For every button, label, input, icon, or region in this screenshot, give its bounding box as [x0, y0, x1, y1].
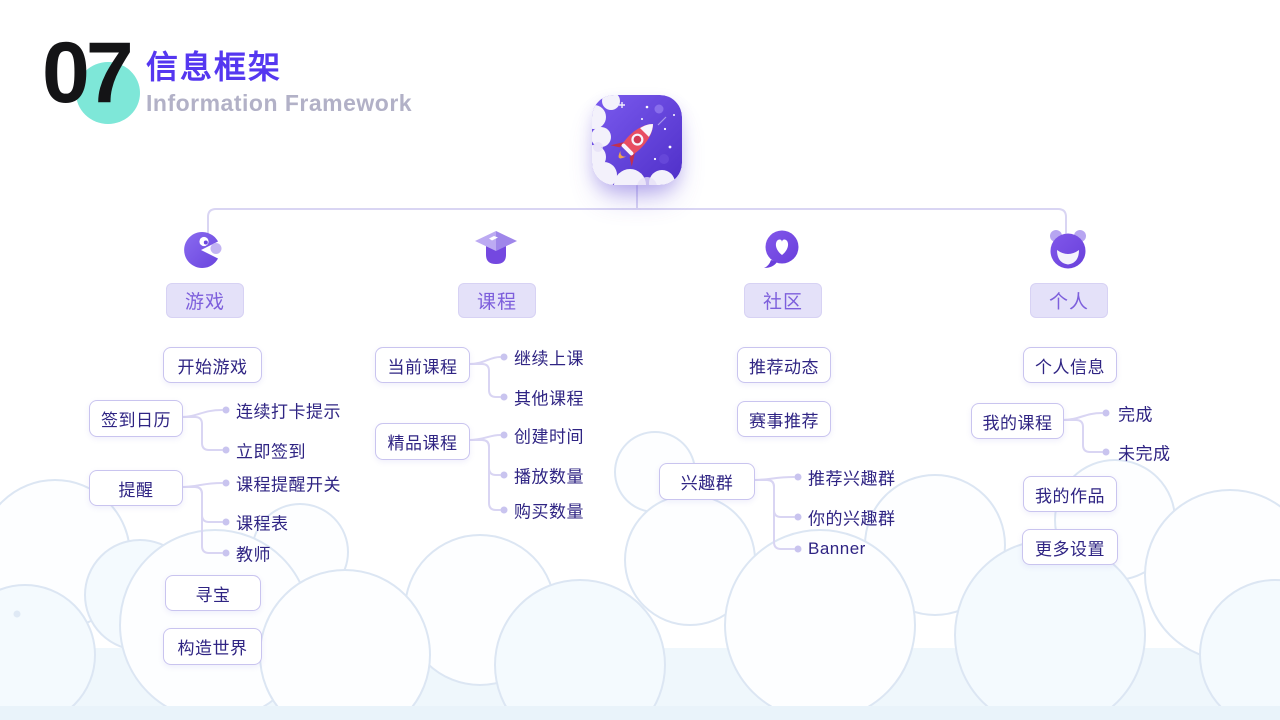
tree-leaf: 购买数量	[514, 502, 584, 522]
branch-label-course: 课程	[458, 283, 536, 318]
slide-title: 信息框架	[146, 49, 283, 85]
tree-leaf: 创建时间	[514, 427, 584, 447]
tree-node: 签到日历	[89, 400, 183, 437]
tree-node: 我的课程	[971, 403, 1064, 439]
slide-number: 07	[42, 25, 134, 121]
tree-leaf: 未完成	[1118, 444, 1171, 464]
branch-label-game: 游戏	[166, 283, 244, 318]
slide-subtitle: Information Framework	[146, 90, 413, 116]
tree-node: 兴趣群	[659, 463, 755, 500]
tree-leaf: 继续上课	[514, 349, 584, 369]
tree-node: 开始游戏	[163, 347, 262, 383]
tree-leaf: 连续打卡提示	[236, 402, 341, 422]
tree-node: 我的作品	[1023, 476, 1117, 512]
rocket-app-icon	[592, 95, 682, 185]
heart-chat-icon	[764, 230, 799, 268]
tree-node: 当前课程	[375, 347, 470, 383]
tree-node: 推荐动态	[737, 347, 831, 383]
tree-node: 更多设置	[1022, 529, 1118, 565]
title-accent-circle	[76, 62, 140, 124]
tree-node: 个人信息	[1023, 347, 1117, 383]
graduation-cap-icon	[475, 231, 517, 264]
pacman-game-icon	[184, 232, 222, 268]
tree-leaf: Banner	[808, 539, 866, 558]
tree-leaf: 推荐兴趣群	[808, 469, 896, 489]
tree-leaf: 你的兴趣群	[808, 509, 896, 529]
rocket-icon	[610, 124, 653, 167]
tree-node: 提醒	[89, 470, 183, 506]
branch-label-personal: 个人	[1030, 283, 1108, 318]
tree-leaf: 其他课程	[514, 389, 584, 409]
tree-leaf: 课程提醒开关	[236, 475, 341, 495]
tree-leaf: 教师	[236, 545, 271, 565]
bear-face-icon	[1050, 230, 1086, 269]
tree-node: 构造世界	[163, 628, 262, 665]
connector-dots	[222, 353, 1110, 557]
tree-leaf: 播放数量	[514, 467, 584, 487]
tree-leaf: 完成	[1118, 405, 1153, 425]
tree-node: 精品课程	[375, 423, 470, 460]
tree-leaf: 课程表	[236, 514, 289, 534]
tree-node: 寻宝	[165, 575, 261, 611]
tree-node: 赛事推荐	[737, 401, 831, 437]
branch-label-community: 社区	[744, 283, 822, 318]
tree-leaf: 立即签到	[236, 442, 306, 462]
